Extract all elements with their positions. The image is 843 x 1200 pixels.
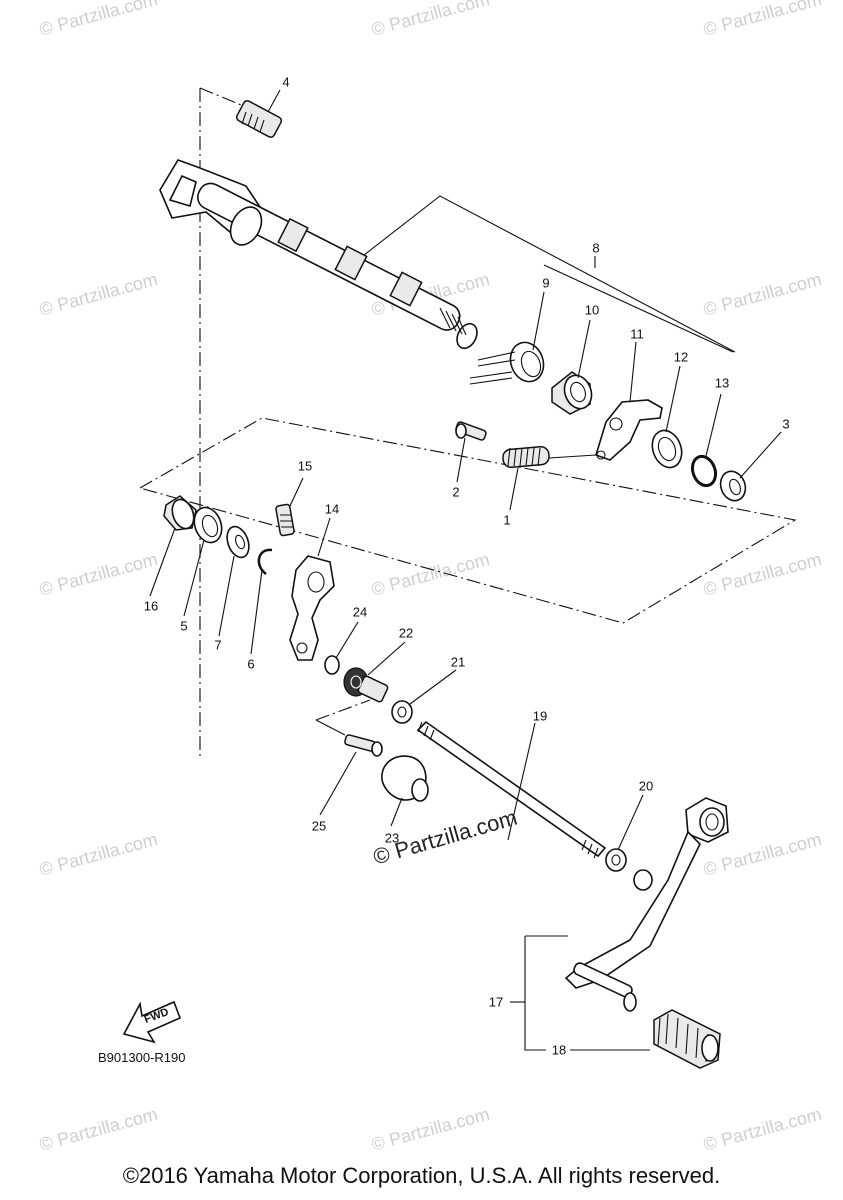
- callout-12: 12: [673, 349, 689, 365]
- circlip-part-6[interactable]: [257, 548, 273, 575]
- oil-seal-part-5[interactable]: [190, 504, 227, 547]
- assembly-frame: [139, 417, 797, 624]
- washer-part-3[interactable]: [717, 468, 750, 504]
- shift-shaft[interactable]: [159, 159, 481, 352]
- fwd-arrow-icon: [122, 1000, 182, 1044]
- callout-16: 16: [143, 598, 159, 614]
- diagram-code: B901300-R190: [98, 1050, 186, 1065]
- washer-part-24[interactable]: [324, 655, 340, 675]
- collar-part-10[interactable]: [551, 371, 596, 415]
- callout-10: 10: [584, 302, 600, 318]
- shift-arm-part-14[interactable]: [289, 555, 335, 661]
- bolt-part-2[interactable]: [455, 421, 487, 441]
- callout-9: 9: [542, 275, 550, 291]
- callout-24: 24: [352, 604, 368, 620]
- bolt-part-4[interactable]: [235, 99, 283, 138]
- callout-4: 4: [282, 74, 290, 90]
- callout-18: 18: [551, 1042, 567, 1058]
- callout-5: 5: [180, 618, 188, 634]
- callout-15: 15: [297, 458, 313, 474]
- callout-3: 3: [782, 416, 790, 432]
- cap-part-23[interactable]: [381, 755, 429, 802]
- assembly-bracket: [354, 195, 736, 353]
- bolt-part-15[interactable]: [275, 503, 295, 537]
- shift-rod-part-19[interactable]: [416, 720, 607, 859]
- spring-part-9[interactable]: [469, 338, 549, 387]
- callout-23: 23: [384, 830, 400, 846]
- bearing-part-16[interactable]: [163, 495, 198, 532]
- callout-19: 19: [532, 708, 548, 724]
- shift-pedal-part-17[interactable]: [564, 797, 729, 1012]
- nut-part-21[interactable]: [391, 700, 413, 724]
- callout-21: 21: [450, 654, 466, 670]
- callout-8: 8: [592, 240, 600, 256]
- washer-part-12[interactable]: [647, 426, 686, 471]
- callout-7: 7: [214, 637, 222, 653]
- spring-part-1[interactable]: [502, 445, 597, 469]
- callout-20: 20: [638, 778, 654, 794]
- circlip-part-13[interactable]: [689, 453, 720, 489]
- callout-22: 22: [398, 625, 414, 641]
- callout-11: 11: [630, 326, 644, 342]
- lever-part-11[interactable]: [595, 399, 663, 461]
- bearing-part-22[interactable]: [343, 667, 389, 703]
- callout-1: 1: [503, 512, 511, 528]
- reference-line: [315, 719, 346, 736]
- callout-25: 25: [311, 818, 327, 834]
- callout-6: 6: [247, 656, 255, 672]
- reference-line: [315, 699, 371, 721]
- callout-2: 2: [452, 484, 460, 500]
- washer-part-7[interactable]: [223, 524, 253, 561]
- leader-lines: [149, 89, 782, 1051]
- callout-14: 14: [324, 501, 340, 517]
- copyright-footer: ©2016 Yamaha Motor Corporation, U.S.A. A…: [122, 1163, 721, 1188]
- bolt-part-25[interactable]: [344, 734, 383, 757]
- callout-17: 17: [488, 994, 504, 1010]
- assembly-bracket: [543, 264, 734, 353]
- callout-13: 13: [714, 375, 730, 391]
- pedal-rubber-part-18[interactable]: [653, 1009, 721, 1069]
- nut-part-20[interactable]: [605, 848, 627, 872]
